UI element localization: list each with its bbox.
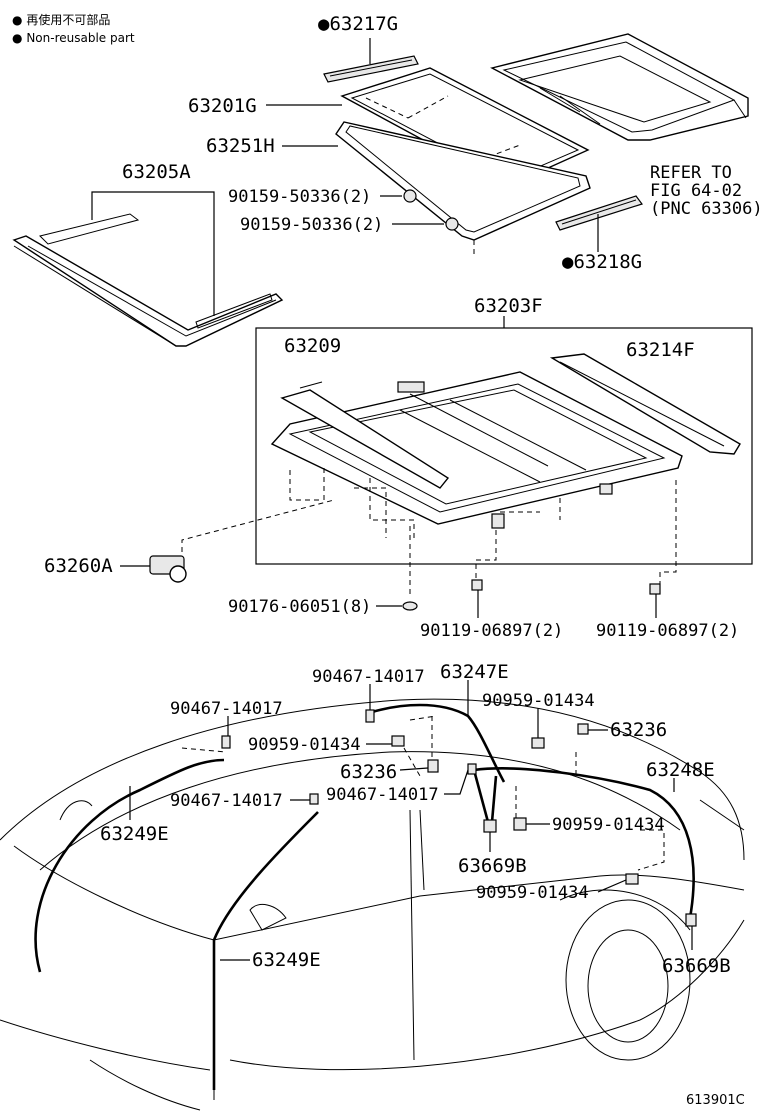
label-90176: 90176-06051(8) bbox=[228, 597, 371, 617]
label-90959-bottom: 90959-01434 bbox=[476, 883, 589, 903]
nut-90176 bbox=[376, 601, 418, 611]
legend-item-ja: ● 再使用不可部品 bbox=[12, 12, 110, 27]
label-90467-left: 90467-14017 bbox=[170, 699, 283, 719]
bolt-90119-right bbox=[649, 583, 661, 618]
label-63251h: 63251H bbox=[206, 135, 275, 157]
drain-hoses-drawing bbox=[34, 703, 695, 1090]
label-90467-lower: 90467-14017 bbox=[170, 791, 283, 811]
label-63669b-right: 63669B bbox=[662, 955, 731, 977]
label-90959-top: 90959-01434 bbox=[482, 691, 595, 711]
sunroof-housing-drawing bbox=[270, 353, 741, 529]
label-63248e: 63248E bbox=[646, 759, 715, 781]
label-90959-right: 90959-01434 bbox=[552, 815, 665, 835]
label-63260a: 63260A bbox=[44, 555, 113, 577]
label-90959-mid: 90959-01434 bbox=[248, 735, 361, 755]
label-63205a: 63205A bbox=[122, 161, 191, 183]
legend-item-en: ● Non-reusable part bbox=[12, 31, 135, 45]
label-90467-center: 90467-14017 bbox=[326, 785, 439, 805]
part-63217g-drawing bbox=[323, 38, 419, 83]
bolt-90119-left bbox=[471, 579, 483, 618]
figure-id: 613901C bbox=[686, 1093, 745, 1108]
bolt-90159-upper bbox=[380, 189, 417, 203]
label-90467-top: 90467-14017 bbox=[312, 667, 425, 687]
motor-63260a bbox=[120, 555, 187, 583]
legend: ● 再使用不可部品 ● Non-reusable part bbox=[12, 12, 135, 45]
seal-ring-drawing bbox=[335, 121, 591, 258]
part-63218g-drawing bbox=[555, 195, 643, 252]
label-63236-left: 63236 bbox=[340, 761, 397, 783]
bolt-90159-lower bbox=[392, 217, 459, 231]
label-63218g: ●63218G bbox=[562, 251, 642, 273]
label-63669b-left: 63669B bbox=[458, 855, 527, 877]
label-63236-right: 63236 bbox=[610, 719, 667, 741]
label-90159-lower: 90159-50336(2) bbox=[240, 215, 383, 235]
label-refer-to: REFER TO bbox=[650, 163, 732, 183]
label-refer-fig: FIG 64-02 bbox=[650, 181, 742, 201]
label-90119-right: 90119-06897(2) bbox=[596, 621, 739, 641]
outer-frame-drawing bbox=[490, 33, 749, 141]
label-63247e: 63247E bbox=[440, 661, 509, 683]
label-63217g: ●63217G bbox=[318, 13, 398, 35]
label-90159-upper: 90159-50336(2) bbox=[228, 187, 371, 207]
label-63249e-upper: 63249E bbox=[100, 823, 169, 845]
label-63209: 63209 bbox=[284, 335, 341, 357]
drip-frame-drawing bbox=[12, 213, 284, 347]
label-63214f: 63214F bbox=[626, 339, 695, 361]
clip-markers bbox=[221, 709, 697, 927]
label-90119-left: 90119-06897(2) bbox=[420, 621, 563, 641]
label-refer-pnc: (PNC 63306) bbox=[650, 199, 760, 219]
label-63249e-lower: 63249E bbox=[252, 949, 321, 971]
label-63203f: 63203F bbox=[474, 295, 543, 317]
label-63201g: 63201G bbox=[188, 95, 257, 117]
bottom-leaders bbox=[129, 680, 693, 961]
